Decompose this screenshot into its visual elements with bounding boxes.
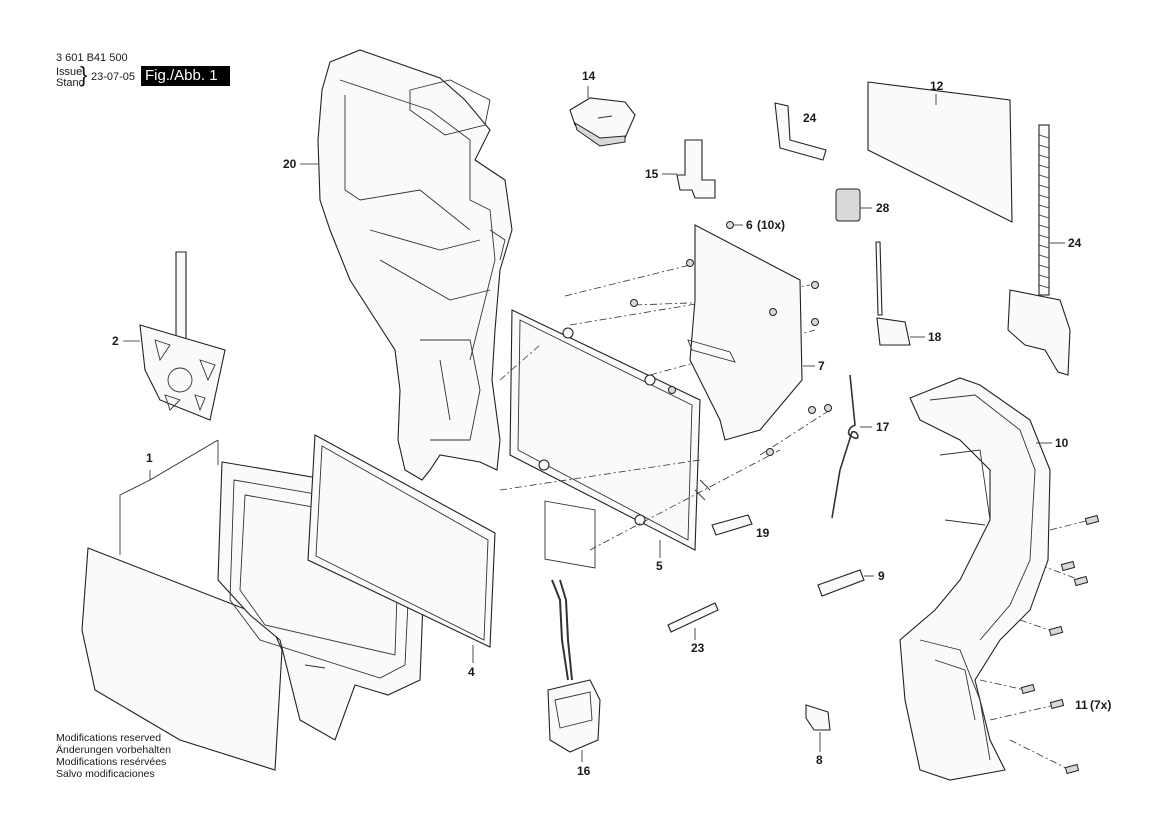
callout-17: 17 — [876, 420, 890, 434]
callout-11: 11 — [1075, 698, 1088, 712]
callout-15: 15 — [645, 167, 659, 181]
callout-6-quantity: (10x) — [757, 218, 785, 232]
callout-8: 8 — [816, 753, 823, 767]
spring-wire-part — [831, 374, 859, 519]
callout-24-right: 24 — [1068, 236, 1082, 250]
side-grip-housing-part — [899, 377, 1051, 781]
callout-4: 4 — [468, 665, 475, 679]
window-plate-part — [867, 81, 1013, 223]
issue-date: 23-07-05 — [91, 71, 136, 83]
pad-part — [835, 188, 861, 222]
note-line-de: Änderungen vorbehalten — [56, 744, 172, 756]
note-line-es: Salvo modificaciones — [56, 768, 155, 780]
callout-28: 28 — [876, 201, 890, 215]
lcd-panel-part — [307, 434, 496, 648]
issue-label: Issue — [56, 66, 83, 78]
flex-antenna-part — [1007, 124, 1071, 376]
callout-5: 5 — [656, 559, 663, 573]
sensor-bracket-part — [875, 241, 911, 346]
figure-label: Fig./Abb. 1 — [141, 66, 230, 86]
note-line-en: Modifications reserved — [56, 732, 162, 744]
part-number: 3 601 B41 500 — [56, 52, 128, 64]
callout-20: 20 — [283, 157, 297, 171]
callout-6: 6 — [746, 218, 753, 232]
stand-label: Stand — [56, 77, 85, 89]
shield-plate-part — [687, 224, 803, 501]
callout-7: 7 — [818, 359, 825, 373]
key-cap-part — [139, 251, 226, 421]
screws-6 — [630, 221, 832, 456]
callout-10: 10 — [1055, 436, 1069, 450]
callout-1: 1 — [146, 451, 153, 465]
screws-11 — [1020, 514, 1100, 775]
callout-2: 2 — [112, 334, 119, 348]
label-foil-part — [774, 102, 827, 161]
cable-assembly-part — [547, 579, 601, 753]
main-board-part — [509, 309, 701, 569]
callout-23: 23 — [691, 641, 705, 655]
note-line-fr: Modifications resérvées — [56, 756, 167, 768]
callout-11-quantity: (7x) — [1090, 698, 1111, 712]
flex-strip-part — [667, 602, 719, 633]
connector-9-part — [817, 569, 865, 597]
keypad-bracket-part — [676, 139, 716, 199]
callout-14: 14 — [582, 69, 596, 83]
button-cap-part — [569, 97, 636, 147]
callout-16: 16 — [577, 764, 591, 778]
callout-24-top: 24 — [803, 111, 817, 125]
modification-notes: Modifications reserved Änderungen vorbeh… — [56, 732, 171, 780]
callout-19: 19 — [756, 526, 770, 540]
callout-9: 9 — [878, 569, 885, 583]
callout-18: 18 — [928, 330, 942, 344]
callout-12: 12 — [930, 79, 944, 93]
connector-19-part — [711, 514, 753, 536]
clip-part — [805, 704, 831, 731]
brace-icon: } — [80, 62, 88, 87]
rear-housing-part — [317, 49, 513, 481]
